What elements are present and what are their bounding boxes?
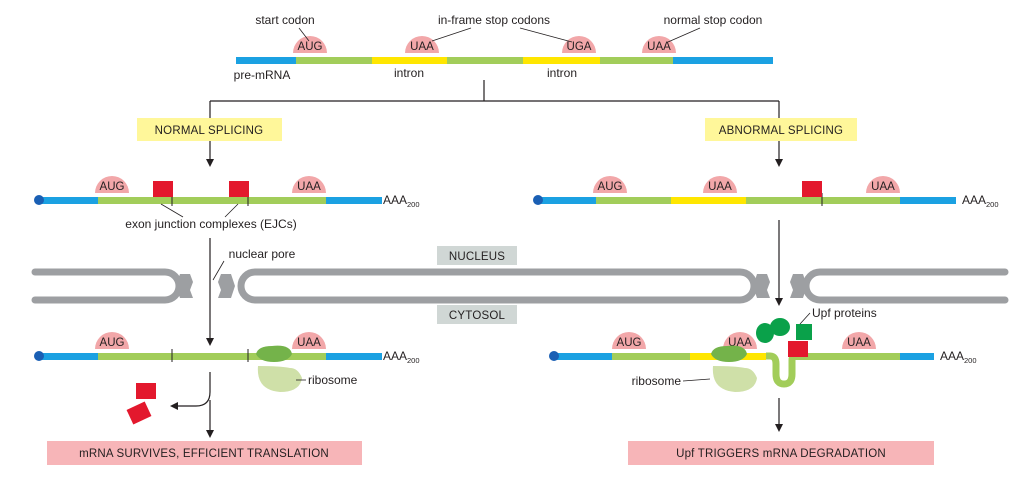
codon-uaa <box>292 176 326 193</box>
nuclear-pore-left <box>176 274 235 298</box>
polya-length: 200 <box>986 200 999 209</box>
ribosome-label: ribosome <box>308 373 358 387</box>
ejc-block <box>802 181 822 197</box>
codon-stop-uga <box>562 36 596 53</box>
nucleus-box <box>437 246 517 265</box>
released-ejc <box>136 383 156 399</box>
cap-5prime <box>533 195 543 205</box>
codon-label: AUG <box>617 337 642 349</box>
degradation-label: Upf TRIGGERS mRNA DEGRADATION <box>676 448 886 460</box>
normal-mrna: AUG UAA AAA 200 <box>34 176 420 209</box>
pre-mrna-intron-1 <box>372 57 447 64</box>
polya-length: 200 <box>407 356 420 365</box>
pre-mrna-label: pre-mRNA <box>234 68 291 82</box>
codon-uaa <box>866 176 900 193</box>
released-ejc <box>126 401 152 425</box>
codon-label: UAA <box>297 181 321 193</box>
leader-line <box>431 27 472 42</box>
pre-mrna-3utr <box>673 57 773 64</box>
survives-label: mRNA SURVIVES, EFFICIENT TRANSLATION <box>79 448 329 460</box>
cytosol-label: CYTOSOL <box>449 310 506 322</box>
leader-line <box>160 203 184 218</box>
ribosome-normal <box>256 345 302 392</box>
pre-mrna-exon-3 <box>600 57 673 64</box>
leader-line <box>682 378 711 382</box>
cytosol-normal-mrna: AUG UAA AAA 200 <box>34 332 420 365</box>
cap-5prime <box>34 195 44 205</box>
codon-stop-uaa <box>405 36 439 53</box>
codon-normal-stop-uaa <box>642 36 676 53</box>
polya-tail: AAA <box>940 349 964 363</box>
codon-label: UAA <box>647 41 671 53</box>
codon-label: UAA <box>297 337 321 349</box>
upf-proteins <box>756 318 812 343</box>
cytosol-abnormal-mrna: AUG UAA UAA AAA 200 <box>549 332 977 388</box>
arrow-ejc-release <box>170 372 211 410</box>
codon-aug <box>612 332 646 349</box>
leader-line <box>667 27 701 43</box>
ejc-block <box>153 181 173 197</box>
mrna-loop <box>766 352 797 388</box>
codon-aug <box>95 332 129 349</box>
intron-label-1: intron <box>394 66 424 80</box>
codon-aug <box>593 176 627 193</box>
survives-box <box>47 441 362 465</box>
abnormal-mrna: AUG UAA UAA AAA 200 <box>533 176 999 209</box>
pre-mrna-exon-1 <box>296 57 372 64</box>
pre-mrna-intron-2 <box>523 57 600 64</box>
leader-line <box>224 203 239 218</box>
polya-length: 200 <box>964 356 977 365</box>
degradation-box <box>628 441 934 465</box>
ribosome-stalled <box>711 345 757 392</box>
ribosome-label: ribosome <box>632 374 682 388</box>
polya-tail: AAA <box>962 193 986 207</box>
abnormal-splicing-label: ABNORMAL SPLICING <box>719 125 843 137</box>
polya-tail: AAA <box>383 349 407 363</box>
pre-mrna-5utr <box>236 57 296 64</box>
pre-mrna-exon-2 <box>447 57 523 64</box>
leader-line <box>519 27 573 43</box>
codon-premature-uaa <box>723 332 757 349</box>
codon-label: UAA <box>871 181 895 193</box>
start-codon-label: start codon <box>255 13 314 27</box>
pre-mrna-strand: AUG UAA UGA UAA <box>236 36 773 64</box>
in-frame-stop-label: in-frame stop codons <box>438 13 550 27</box>
codon-label: AUG <box>100 181 125 193</box>
leader-line <box>212 260 225 281</box>
codon-label: UGA <box>567 41 592 53</box>
codon-label: UAA <box>708 181 732 193</box>
polya-tail: AAA <box>383 193 407 207</box>
nuclear-pore-label: nuclear pore <box>229 247 296 261</box>
intron-label-2: intron <box>547 66 577 80</box>
ejc-block <box>788 341 808 357</box>
normal-stop-label: normal stop codon <box>664 13 763 27</box>
cap-5prime <box>34 351 44 361</box>
codon-uaa <box>842 332 876 349</box>
codon-premature-uaa <box>703 176 737 193</box>
ejc-block <box>229 181 249 197</box>
codon-aug <box>95 176 129 193</box>
upf-proteins-label: Upf proteins <box>812 306 877 320</box>
nuclear-pore-right <box>753 274 807 298</box>
cytosol-box <box>437 305 517 324</box>
codon-label: UAA <box>847 337 871 349</box>
codon-label: AUG <box>298 41 323 53</box>
codon-uaa <box>292 332 326 349</box>
codon-label: AUG <box>100 337 125 349</box>
leader-line <box>298 27 310 42</box>
codon-start-aug <box>293 36 327 53</box>
nucleus-label: NUCLEUS <box>449 251 505 263</box>
codon-label: UAA <box>410 41 434 53</box>
polya-length: 200 <box>407 200 420 209</box>
branch-connector <box>209 80 780 118</box>
codon-label: AUG <box>598 181 623 193</box>
leader-line <box>799 312 811 325</box>
abnormal-splicing-box <box>705 118 857 141</box>
ejc-label: exon junction complexes (EJCs) <box>125 217 296 231</box>
normal-splicing-box <box>137 118 282 141</box>
cap-5prime <box>549 351 559 361</box>
normal-splicing-label: NORMAL SPLICING <box>155 125 264 137</box>
